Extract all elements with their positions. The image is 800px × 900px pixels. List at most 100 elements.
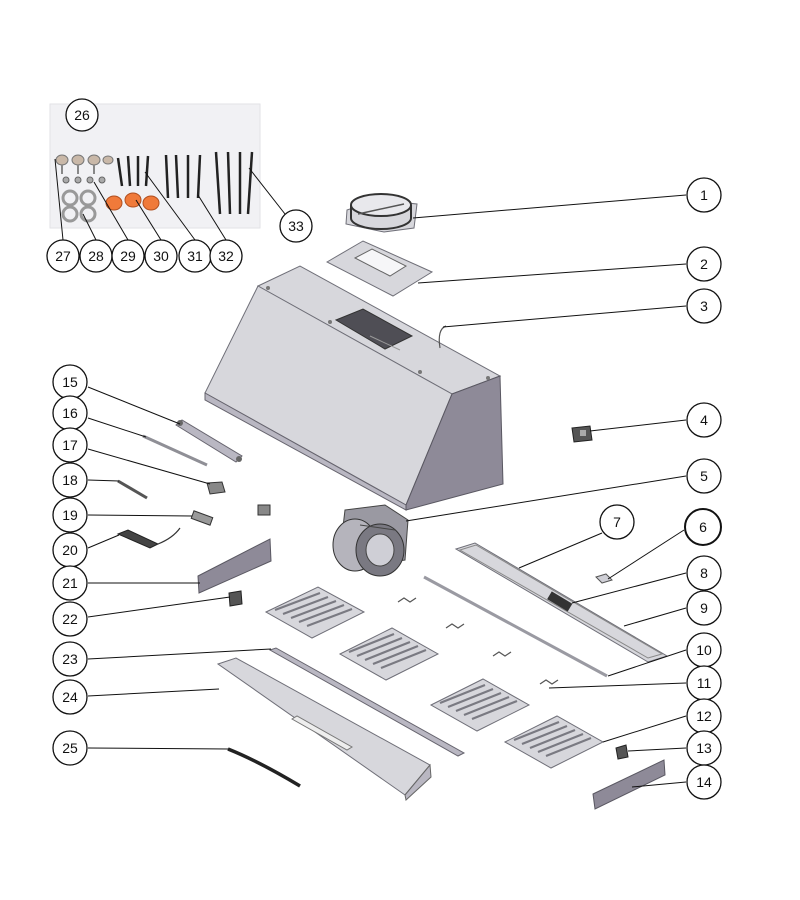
thin-rod [142,434,208,467]
callout-27: 27 [46,239,80,273]
callout-16: 16 [52,395,88,431]
end-panel [592,759,666,810]
small-clip [206,481,226,495]
svg-text:7: 7 [613,514,621,530]
screw-anchors [55,154,114,174]
callout-25: 25 [52,730,88,766]
svg-text:21: 21 [62,575,78,591]
wall-plugs [105,192,160,211]
baffle-filter-1 [264,586,366,639]
callout-30: 30 [144,239,178,273]
short-screws [116,155,150,187]
callout-15: 15 [52,364,88,400]
duct-collar [345,193,418,233]
callout-13: 13 [686,730,722,766]
callout-11: 11 [686,665,722,701]
washers [61,189,97,223]
svg-text:16: 16 [62,405,78,421]
svg-text:6: 6 [699,519,707,535]
callout-20: 20 [52,532,88,568]
svg-text:12: 12 [696,708,712,724]
callout-10: 10 [686,632,722,668]
svg-text:14: 14 [696,774,712,790]
callout-5: 5 [686,458,722,494]
control-board [116,527,181,549]
thin-rail [423,575,608,678]
callout-28: 28 [79,239,113,273]
svg-text:24: 24 [62,689,78,705]
power-cable [227,747,301,788]
connector [190,504,271,526]
svg-text:4: 4 [700,412,708,428]
callout-31: 31 [178,239,212,273]
callout-32: 32 [209,239,243,273]
callout-23: 23 [52,641,88,677]
svg-text:3: 3 [700,298,708,314]
medium-screws [164,154,202,199]
svg-text:18: 18 [62,472,78,488]
callout-24: 24 [52,679,88,715]
svg-text:30: 30 [153,248,169,264]
callout-18: 18 [52,462,88,498]
svg-text:11: 11 [697,675,712,691]
baffle-filter-3 [429,678,531,732]
damper-plate [325,240,434,297]
callout-14: 14 [686,764,722,800]
callout-22: 22 [52,601,88,637]
svg-text:19: 19 [62,507,78,523]
callout-4: 4 [686,402,722,438]
callout-7: 7 [599,504,635,540]
svg-text:29: 29 [120,248,136,264]
mounting-clip [228,590,243,607]
callout-17: 17 [52,427,88,463]
baffle-filter-2 [338,627,440,681]
svg-text:5: 5 [700,468,708,484]
bottom-tray [216,657,432,801]
callout-19: 19 [52,497,88,533]
blower-motor [332,504,409,577]
svg-text:20: 20 [62,542,78,558]
svg-text:1: 1 [700,187,708,203]
callout-3: 3 [686,288,722,324]
small-bolts [62,176,106,184]
callout-2: 2 [686,246,722,282]
baffle-filter-4 [503,715,605,769]
leader-lines [54,158,687,788]
svg-text:22: 22 [62,611,78,627]
svg-text:27: 27 [55,248,71,264]
svg-text:26: 26 [74,107,90,123]
long-rail [268,647,466,757]
svg-text:15: 15 [62,374,78,390]
svg-text:23: 23 [62,651,78,667]
small-bracket [571,425,593,443]
callout-12: 12 [686,698,722,734]
callout-9: 9 [686,590,722,626]
svg-text:32: 32 [218,248,234,264]
callout-26: 26 [65,98,99,132]
svg-text:33: 33 [288,218,304,234]
svg-text:28: 28 [88,248,104,264]
svg-text:2: 2 [700,256,708,272]
filter-clips [397,597,559,685]
long-screws [214,151,254,215]
callout-21: 21 [52,565,88,601]
side-panel [197,538,272,594]
callout-8: 8 [686,555,722,591]
svg-text:17: 17 [62,437,78,453]
bracket-strip [117,479,148,500]
svg-text:13: 13 [696,740,712,756]
small-tab [595,573,613,584]
svg-text:10: 10 [696,642,712,658]
handle-bar [175,419,243,463]
callout-29: 29 [111,239,145,273]
callouts: 1 2 3 4 5 6 7 8 9 10 11 12 13 14 15 16 1… [46,98,722,800]
svg-text:8: 8 [700,565,708,581]
hood-body [204,265,504,511]
callout-1: 1 [686,177,722,213]
callout-33: 33 [279,209,313,243]
svg-text:31: 31 [187,248,203,264]
corner-clip [615,744,629,760]
svg-text:25: 25 [62,740,78,756]
callout-6: 6 [684,508,722,546]
